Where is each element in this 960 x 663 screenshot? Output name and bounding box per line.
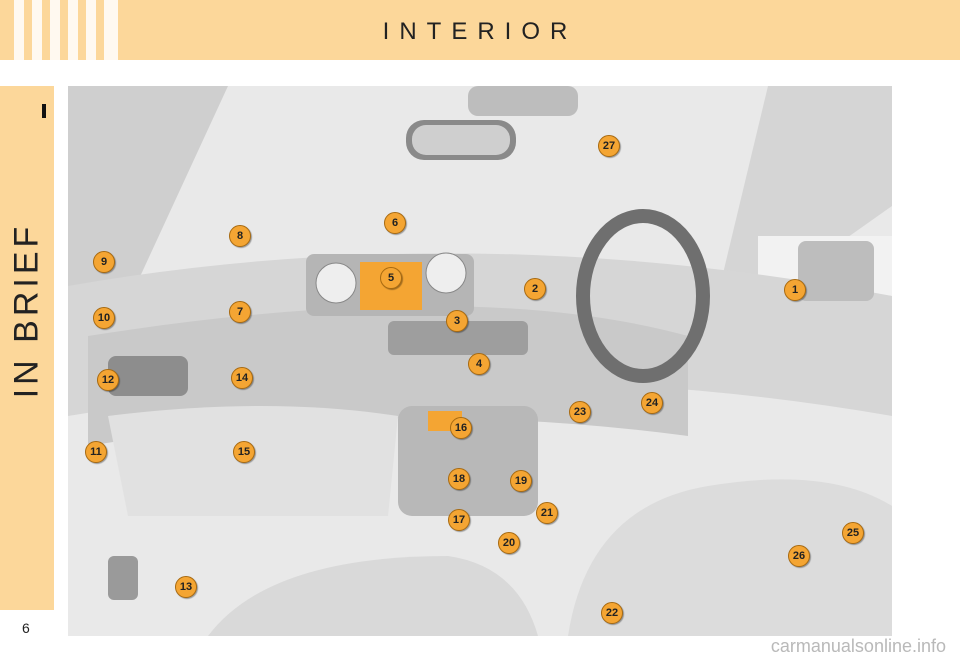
marker-7: 7 (229, 301, 251, 323)
section-marker (42, 104, 46, 118)
interior-illustration: 1 2 3 4 5 6 7 8 9 10 11 12 13 14 15 16 1… (68, 86, 892, 636)
marker-23: 23 (569, 401, 591, 423)
marker-26: 26 (788, 545, 810, 567)
marker-17: 17 (448, 509, 470, 531)
marker-25: 25 (842, 522, 864, 544)
marker-9: 9 (93, 251, 115, 273)
marker-24: 24 (641, 392, 663, 414)
marker-3: 3 (446, 310, 468, 332)
marker-1: 1 (784, 279, 806, 301)
marker-16: 16 (450, 417, 472, 439)
section-label-text: IN BRIEF (8, 222, 47, 398)
marker-2: 2 (524, 278, 546, 300)
marker-12: 12 (97, 369, 119, 391)
marker-8: 8 (229, 225, 251, 247)
marker-27: 27 (598, 135, 620, 157)
marker-4: 4 (468, 353, 490, 375)
marker-5: 5 (380, 267, 402, 289)
marker-13: 13 (175, 576, 197, 598)
marker-6: 6 (384, 212, 406, 234)
page-title: INTERIOR (0, 18, 960, 46)
marker-20: 20 (498, 532, 520, 554)
marker-10: 10 (93, 307, 115, 329)
marker-14: 14 (231, 367, 253, 389)
marker-18: 18 (448, 468, 470, 490)
marker-19: 19 (510, 470, 532, 492)
marker-22: 22 (601, 602, 623, 624)
watermark: carmanualsonline.info (771, 636, 946, 657)
page-number: 6 (22, 620, 30, 636)
header-bar: INTERIOR (0, 0, 960, 60)
marker-11: 11 (85, 441, 107, 463)
marker-15: 15 (233, 441, 255, 463)
section-label: IN BRIEF (0, 180, 54, 440)
marker-21: 21 (536, 502, 558, 524)
